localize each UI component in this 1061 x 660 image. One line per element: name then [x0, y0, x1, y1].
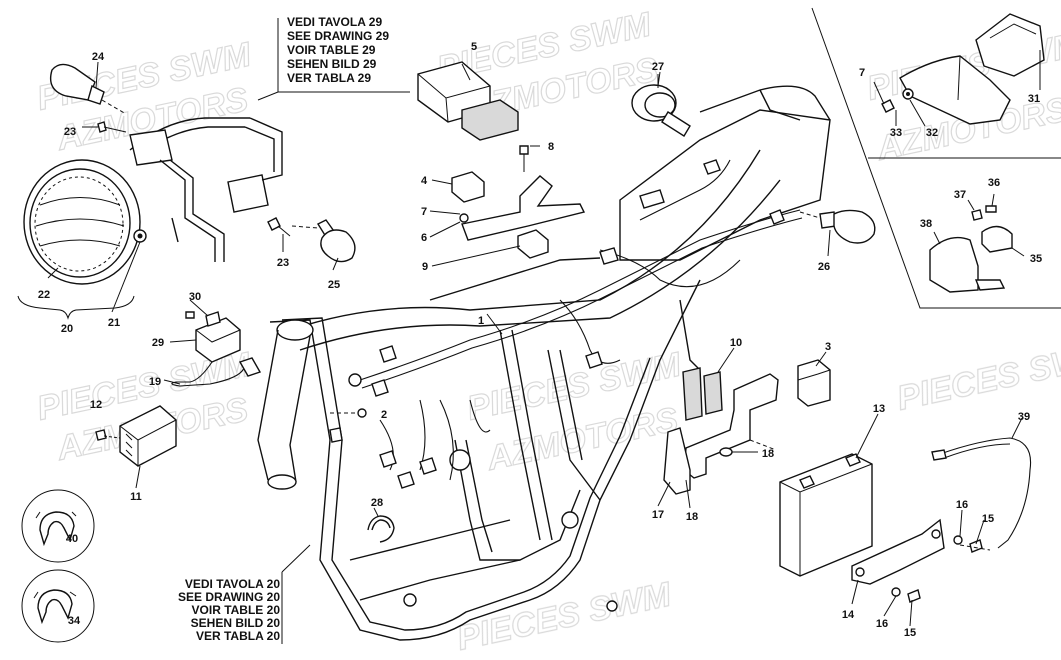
callout-11: 11 — [130, 491, 142, 503]
callout-7: 7 — [421, 206, 427, 218]
callout-23: 23 — [64, 126, 76, 138]
headlight-bracket — [129, 117, 283, 262]
callout-7: 7 — [859, 67, 865, 79]
callout-37: 37 — [954, 189, 966, 201]
callout-33: 33 — [890, 127, 902, 139]
callout-21: 21 — [108, 317, 120, 329]
callout-16: 16 — [876, 618, 888, 630]
bolt-2 — [330, 408, 367, 418]
callout-31: 31 — [1028, 93, 1040, 105]
callout-2: 2 — [381, 409, 387, 421]
callout-24: 24 — [92, 51, 105, 63]
rear-light-inset — [873, 13, 1045, 127]
callout-5: 5 — [471, 41, 477, 53]
ecu-5 — [417, 61, 519, 141]
callout-leaders — [47, 61, 1023, 627]
ref-line: VER TABLA 29 — [287, 71, 371, 85]
callout-30: 30 — [189, 291, 201, 303]
ref-line: VOIR TABLE 20 — [192, 603, 281, 617]
watermark-text: PIECES SWM — [454, 575, 675, 657]
plate-light-inset — [929, 193, 1025, 293]
screw-23b — [267, 217, 291, 252]
callout-15: 15 — [982, 513, 994, 525]
relay-bracket-group — [451, 145, 586, 259]
callout-29: 29 — [152, 337, 164, 349]
clamp-34-inset — [21, 569, 95, 643]
ref-line: SEE DRAWING 29 — [287, 29, 389, 43]
turn-signal-24 — [49, 63, 127, 115]
battery-group — [663, 359, 1032, 603]
ref-line: SEHEN BILD 20 — [191, 616, 281, 630]
ref-line: VER TABLA 20 — [196, 629, 280, 643]
turn-signal-26 — [799, 209, 876, 257]
callout-9: 9 — [422, 261, 428, 273]
callout-17: 17 — [652, 509, 664, 521]
callout-3: 3 — [825, 341, 831, 353]
callout-13: 13 — [873, 403, 885, 415]
callout-26: 26 — [818, 261, 830, 273]
callout-28: 28 — [371, 497, 383, 509]
callout-14: 14 — [842, 609, 855, 621]
callout-16: 16 — [956, 499, 968, 511]
callout-19: 19 — [149, 376, 161, 388]
callout-32: 32 — [926, 127, 938, 139]
ref-line: VOIR TABLE 29 — [287, 43, 376, 57]
ref-line: VEDI TAVOLA 20 — [185, 577, 280, 591]
callout-15: 15 — [904, 627, 916, 639]
horn-27 — [631, 71, 691, 137]
wiring-harness — [329, 159, 803, 489]
regulator-11 — [95, 405, 177, 467]
callout-34: 34 — [68, 615, 81, 627]
bracket-20 — [17, 295, 135, 320]
main-frame — [257, 85, 831, 641]
ref-29-leader — [257, 18, 279, 101]
callout-6: 6 — [421, 232, 427, 244]
callout-18: 18 — [762, 448, 774, 460]
callout-36: 36 — [988, 177, 1000, 189]
callout-22: 22 — [38, 289, 50, 301]
turn-signal-25 — [291, 219, 356, 263]
callout-18: 18 — [686, 511, 698, 523]
callout-1: 1 — [478, 315, 484, 327]
callout-40: 40 — [66, 533, 78, 545]
callout-20: 20 — [61, 323, 73, 335]
callout-23: 23 — [277, 257, 289, 269]
ignition-coil — [171, 299, 262, 387]
callout-27: 27 — [652, 61, 664, 73]
callout-38: 38 — [920, 218, 932, 230]
callout-39: 39 — [1018, 411, 1030, 423]
callout-labels: 24 23 22 20 21 23 25 5 27 8 4 7 6 9 1 26… — [38, 41, 1042, 639]
clamp-40-inset — [21, 489, 95, 563]
callout-25: 25 — [328, 279, 340, 291]
clip-28 — [367, 515, 395, 543]
watermark-text: PIECES SWM — [894, 335, 1061, 417]
screw-23a — [82, 121, 127, 133]
callout-8: 8 — [548, 141, 554, 153]
reference-bottom: VEDI TAVOLA 20 SEE DRAWING 20 VOIR TABLE… — [178, 577, 280, 643]
ref-line: SEHEN BILD 29 — [287, 57, 377, 71]
callout-10: 10 — [730, 337, 742, 349]
callout-35: 35 — [1030, 253, 1042, 265]
reference-top: VEDI TAVOLA 29 SEE DRAWING 29 VOIR TABLE… — [287, 15, 389, 85]
ref-line: SEE DRAWING 20 — [178, 590, 280, 604]
callout-12: 12 — [90, 399, 102, 411]
inset-divider — [811, 7, 1061, 309]
ref-20-leader — [281, 544, 311, 644]
headlight — [23, 159, 147, 285]
ref-line: VEDI TAVOLA 29 — [287, 15, 382, 29]
callout-4: 4 — [421, 175, 428, 187]
